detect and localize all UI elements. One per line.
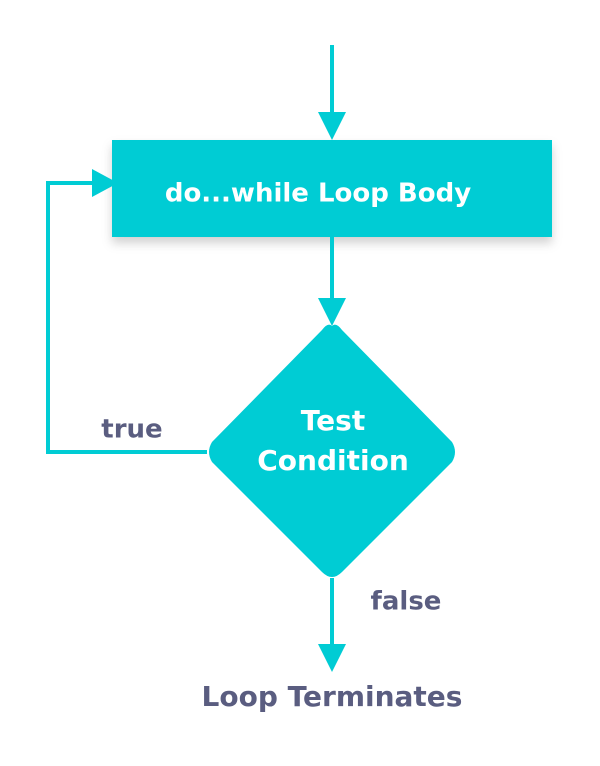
condition-label-line1: Test xyxy=(301,404,365,437)
true-edge-label: true xyxy=(101,415,162,445)
true-edge: true xyxy=(46,169,207,454)
loop-body-node: do...while Loop Body xyxy=(112,140,552,237)
false-edge-label: false xyxy=(371,587,442,617)
body-to-condition-arrow xyxy=(318,237,346,326)
loop-body-label: do...while Loop Body xyxy=(165,179,471,209)
false-edge: false xyxy=(318,578,441,672)
entry-arrow xyxy=(318,45,346,140)
condition-label-line2: Condition xyxy=(257,444,409,477)
terminal-label: Loop Terminates xyxy=(202,680,463,713)
condition-node: Test Condition xyxy=(209,324,455,577)
